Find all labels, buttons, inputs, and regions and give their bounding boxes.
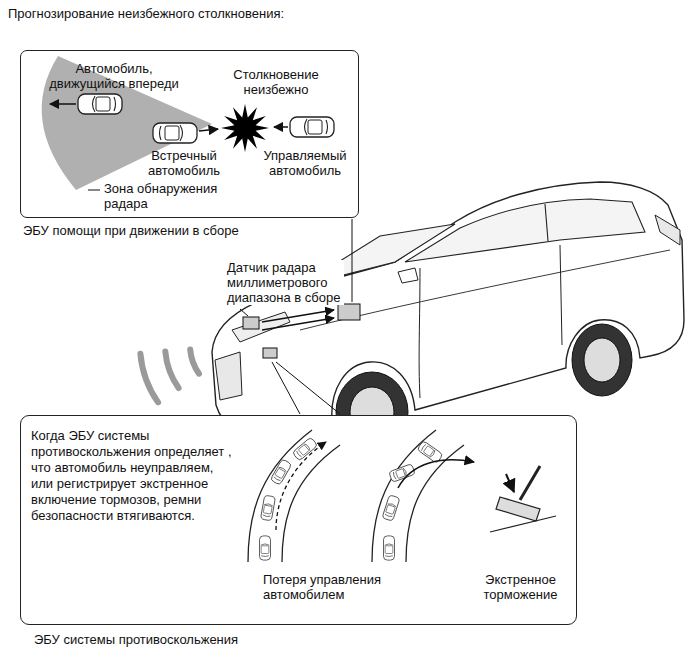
panel-text: Встречный автомобиль	[139, 148, 229, 178]
panel-text: Зона обнаружения радара	[104, 181, 229, 211]
leader-line	[240, 309, 248, 316]
callout-panel: Автомобиль, движущийся впереди Столкновен…	[20, 50, 359, 218]
rim	[584, 338, 620, 382]
panel-ground	[20, 50, 359, 218]
driving-support-ecu	[338, 304, 360, 320]
car-ahead	[78, 94, 122, 114]
collision-burst	[221, 104, 269, 152]
side-window	[405, 199, 645, 262]
motion-arrow	[199, 129, 218, 131]
radar-wave	[140, 354, 158, 403]
oncoming-car	[153, 123, 197, 143]
car	[260, 495, 275, 521]
signal-arrow	[262, 318, 334, 330]
brake-pedal	[496, 497, 540, 521]
title: Прогнозирование неизбежного столкновения…	[8, 6, 284, 21]
leader-line	[276, 362, 340, 414]
sedan	[212, 182, 684, 452]
panel-text: Потеря управления автомобилем	[263, 572, 393, 602]
b-pillar	[545, 204, 548, 241]
panel-text: Управляемый автомобиль	[257, 148, 353, 178]
panel-ground	[20, 415, 577, 625]
panel-text: Экстренное торможение	[473, 572, 568, 602]
radar-wave	[165, 352, 178, 389]
road-edge	[406, 445, 464, 562]
part-label: Датчик радара миллиметрового диапазона в…	[226, 260, 344, 305]
door-line	[419, 268, 421, 398]
floor-line	[490, 516, 556, 532]
car	[292, 437, 318, 461]
mirror	[398, 268, 418, 283]
tail-lamp	[655, 215, 680, 245]
radar-waves	[140, 349, 199, 402]
leader-line	[352, 219, 353, 302]
road-edge	[282, 445, 340, 562]
own-car	[290, 117, 334, 137]
panel-text: Столкновение неизбежно	[221, 67, 331, 97]
grille	[215, 352, 242, 400]
callout-panel: Когда ЭБУ системы противоскольжения опре…	[20, 415, 577, 625]
path-arrow	[276, 442, 326, 530]
car	[382, 495, 400, 521]
wheel	[572, 324, 632, 396]
car	[384, 536, 395, 560]
motion-arrow	[274, 126, 288, 128]
skid-arrow	[398, 460, 474, 488]
leader-line	[88, 190, 100, 191]
radar-sensor	[243, 317, 259, 329]
car	[417, 441, 443, 464]
caption: ЭБУ помощи при движении в сборе	[23, 223, 353, 238]
car-body	[212, 182, 684, 435]
press-arrow	[506, 474, 514, 492]
door-line	[560, 245, 562, 345]
panel-text: Автомобиль, движущийся впереди	[49, 61, 179, 91]
pedal-arm	[520, 466, 540, 500]
radar-wave	[190, 349, 199, 373]
panel-text: Когда ЭБУ системы противоскольжения опре…	[31, 428, 236, 524]
caption: ЭБУ системы противоскольжения	[34, 632, 364, 647]
car	[260, 536, 271, 560]
character-line	[300, 250, 670, 330]
skid-control-ecu	[263, 348, 277, 358]
motion-arrow	[50, 103, 76, 105]
